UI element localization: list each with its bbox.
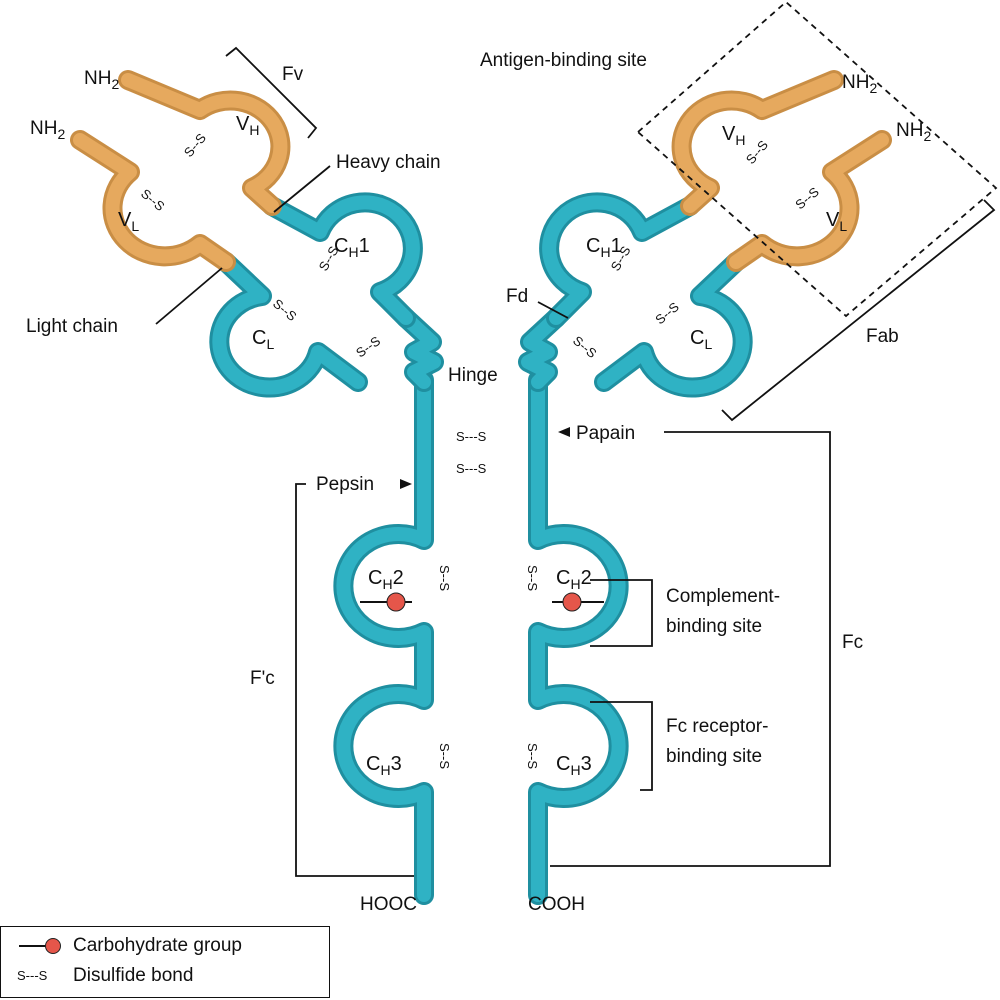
- ch3-label-left: CH3: [366, 753, 402, 778]
- cl-label-left: CL: [252, 327, 274, 352]
- ch2-disulfide-right: S--S: [525, 565, 540, 591]
- light-chain-label: Light chain: [26, 316, 118, 337]
- nh2-label-right-heavy: NH2: [842, 72, 877, 96]
- papain-cleavage-arrow: [558, 427, 570, 437]
- fv-label: Fv: [282, 64, 304, 85]
- vh-label-right: VH: [722, 123, 745, 148]
- heavy-chain-leader: [273, 165, 331, 213]
- ch2-label-left: CH2: [368, 567, 404, 592]
- left-light-chain: [70, 130, 368, 398]
- hinge-region: [396, 308, 566, 392]
- carbohydrate-right: [552, 592, 604, 612]
- vh-disulfide-left: S--S: [181, 130, 209, 160]
- f-prime-c-bracket: [295, 483, 414, 877]
- ch1-label-right: CH1: [586, 235, 622, 260]
- left-heavy-chain-arm: [118, 70, 423, 328]
- ch1-label-left: CH1: [334, 235, 370, 260]
- vl-label-right: VL: [826, 209, 847, 234]
- f-prime-c-label: F'c: [250, 668, 275, 689]
- vl-disulfide-right: S--S: [792, 184, 822, 212]
- legend-row-disulfide: S---S Disulfide bond: [11, 963, 193, 989]
- right-light-chain: [594, 130, 892, 398]
- ch3-label-right: CH3: [556, 753, 592, 778]
- ch2-disulfide-left: S--S: [437, 565, 452, 591]
- hinge-label: Hinge: [448, 365, 498, 386]
- nh2-label-left-heavy: NH2: [84, 68, 119, 92]
- fc-bracket: [550, 431, 831, 867]
- fc-receptor-label-line1: Fc receptor-: [666, 716, 768, 737]
- interchain-disulfide-2: S---S: [456, 461, 487, 476]
- light-chain-leader: [155, 267, 223, 325]
- hooc-label: HOOC: [360, 894, 417, 915]
- antibody-chains: [70, 70, 892, 905]
- fab-label: Fab: [866, 326, 899, 347]
- fab-bracket: [721, 199, 996, 422]
- hinge-light-disulfide-right: S--S: [570, 333, 600, 361]
- vl-disulfide-left: S--S: [138, 186, 168, 214]
- nh2-label-left-light: NH2: [30, 118, 65, 142]
- left-heavy-chain-stem: [333, 370, 434, 905]
- carbohydrate-symbol-icon: [11, 934, 73, 958]
- fv-bracket: [225, 46, 318, 139]
- complement-binding-bracket: [590, 579, 653, 647]
- legend: Carbohydrate group S---S Disulfide bond: [0, 926, 330, 998]
- interchain-disulfide-1: S---S: [456, 429, 487, 444]
- ch3-disulfide-left: S--S: [437, 743, 452, 769]
- vh-disulfide-right: S--S: [743, 137, 771, 167]
- antigen-binding-site-box: [636, 0, 998, 318]
- vl-label-left: VL: [118, 209, 139, 234]
- cl-disulfide-left: S--S: [270, 296, 300, 324]
- ch2-label-right: CH2: [556, 567, 592, 592]
- right-heavy-chain-stem: [528, 370, 629, 905]
- fd-leader: [537, 301, 569, 319]
- fc-receptor-label-line2: binding site: [666, 746, 762, 767]
- right-heavy-chain-arm: [539, 70, 844, 328]
- cl-disulfide-right: S--S: [652, 299, 682, 327]
- fd-label: Fd: [506, 286, 528, 307]
- ch3-disulfide-right: S--S: [525, 743, 540, 769]
- carbohydrate-left: [360, 592, 412, 612]
- pepsin-cleavage-arrow: [400, 479, 412, 489]
- legend-row-carbohydrate: Carbohydrate group: [11, 933, 242, 959]
- legend-carbohydrate-label: Carbohydrate group: [73, 935, 242, 956]
- disulfide-symbol-icon: S---S: [17, 968, 48, 983]
- papain-label: Papain: [576, 423, 635, 444]
- pepsin-label: Pepsin: [316, 474, 374, 495]
- hinge-light-disulfide-left: S--S: [353, 333, 383, 360]
- legend-disulfide-label: Disulfide bond: [73, 965, 194, 986]
- fc-receptor-bracket: [590, 701, 653, 791]
- complement-binding-label-line1: Complement-: [666, 586, 780, 607]
- heavy-chain-label: Heavy chain: [336, 152, 441, 173]
- vh-label-left: VH: [236, 113, 259, 138]
- nh2-label-right-light: NH2: [896, 120, 931, 144]
- cooh-label: COOH: [528, 894, 585, 915]
- complement-binding-label-line2: binding site: [666, 616, 762, 637]
- cl-label-right: CL: [690, 327, 712, 352]
- antigen-binding-site-label: Antigen-binding site: [480, 50, 647, 71]
- fc-label: Fc: [842, 632, 863, 653]
